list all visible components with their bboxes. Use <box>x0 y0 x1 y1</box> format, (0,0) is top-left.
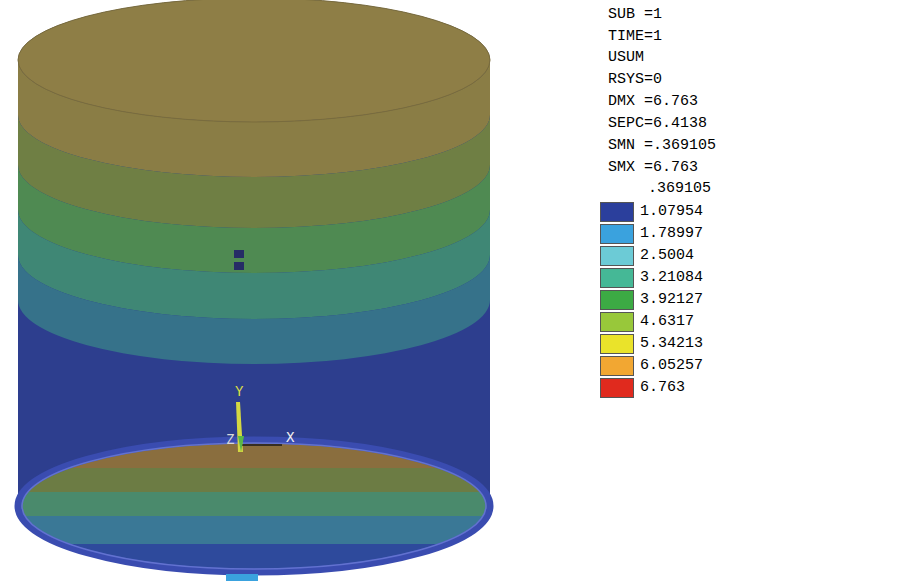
legend-swatch <box>600 224 634 244</box>
solution-info: SUB =1 <box>608 6 662 24</box>
mesh-mark <box>234 250 244 258</box>
axis-label: Y <box>235 382 243 400</box>
legend-value: 6.763 <box>640 379 685 397</box>
legend-swatch <box>600 202 634 222</box>
legend-value: 3.92127 <box>640 291 703 309</box>
legend-swatch <box>600 378 634 398</box>
rim-edge <box>22 443 486 569</box>
axis-label: Z <box>226 430 234 448</box>
top-cap <box>18 0 490 122</box>
legend-value: 2.5004 <box>640 247 694 265</box>
legend-min-value: .369105 <box>648 180 711 198</box>
legend-value: 1.78997 <box>640 225 703 243</box>
solution-info: SMN =.369105 <box>608 137 716 155</box>
legend-swatch <box>600 290 634 310</box>
z-axis-mark <box>238 436 244 452</box>
solution-info: TIME=1 <box>608 28 662 46</box>
x-axis-line <box>241 444 282 446</box>
legend-swatch <box>600 356 634 376</box>
legend-swatch <box>600 334 634 354</box>
legend-swatch <box>600 246 634 266</box>
solution-info: DMX =6.763 <box>608 93 698 111</box>
solution-info: SEPC=6.4138 <box>608 115 707 133</box>
cylinder-interior <box>0 438 520 576</box>
mesh-mark <box>234 262 244 270</box>
legend-swatch <box>600 268 634 288</box>
result-item: USUM <box>608 49 644 67</box>
legend-value: 6.05257 <box>640 357 703 375</box>
bottom-rim <box>18 440 490 572</box>
y-axis-arrow <box>236 402 243 452</box>
contact-patch <box>226 574 258 581</box>
solution-info: RSYS=0 <box>608 71 662 89</box>
legend-swatch <box>600 312 634 332</box>
legend-value: 4.6317 <box>640 313 694 331</box>
solution-info: SMX =6.763 <box>608 159 698 177</box>
legend-value: 3.21084 <box>640 269 703 287</box>
axis-label: X <box>286 428 294 446</box>
legend-value: 5.34213 <box>640 335 703 353</box>
legend-value: 1.07954 <box>640 203 703 221</box>
